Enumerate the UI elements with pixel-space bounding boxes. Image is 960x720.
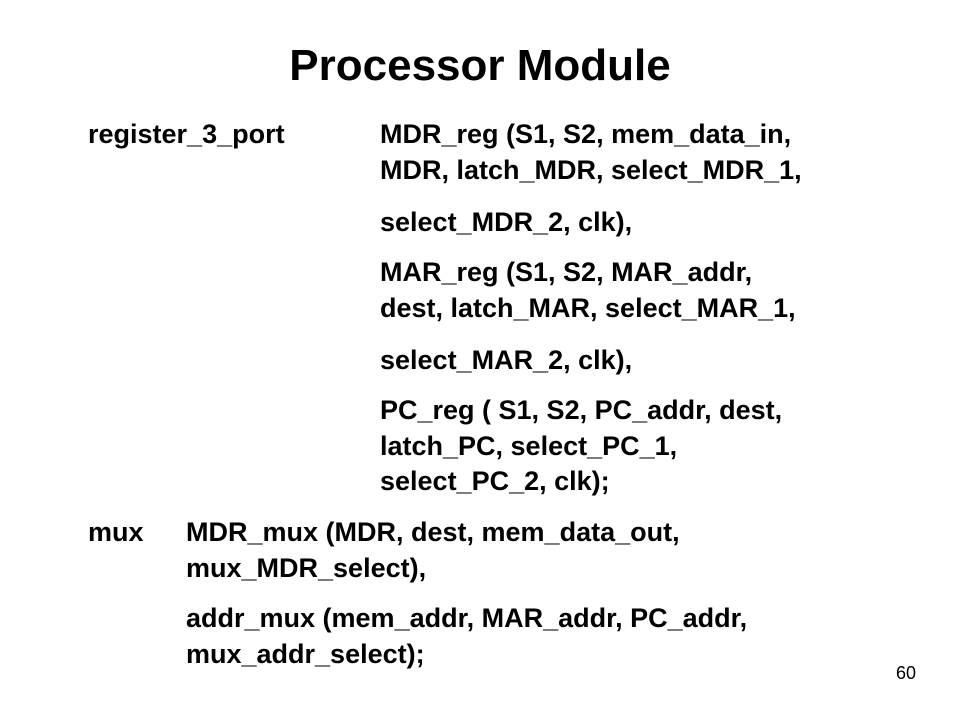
code-line: select_MAR_2, clk), (380, 345, 633, 375)
code-line: MDR_reg (S1, S2, mem_data_in, (380, 119, 792, 149)
code-line: latch_PC, select_PC_1, (380, 431, 678, 461)
code-line: MDR, latch_MDR, select_MDR_1, (380, 155, 802, 185)
mux-keyword: mux (88, 517, 144, 547)
code-line: select_PC_2, clk); (380, 466, 610, 496)
code-line: select_MDR_2, clk), (380, 207, 633, 237)
code-line: mux_MDR_select), (186, 553, 427, 583)
slide-title: Processor Module (289, 41, 671, 90)
code-line: addr_mux (mem_addr, MAR_addr, PC_addr, (186, 603, 748, 633)
code-line: MDR_mux (MDR, dest, mem_data_out, (186, 517, 680, 547)
code-line: mux_addr_select); (186, 639, 425, 669)
code-line: PC_reg ( S1, S2, PC_addr, dest, (380, 395, 783, 425)
code-line: MAR_reg (S1, S2, MAR_addr, (380, 257, 753, 287)
register-keyword: register_3_port (88, 119, 285, 149)
code-line: dest, latch_MAR, select_MAR_1, (380, 293, 796, 323)
page-number: 60 (895, 663, 916, 683)
